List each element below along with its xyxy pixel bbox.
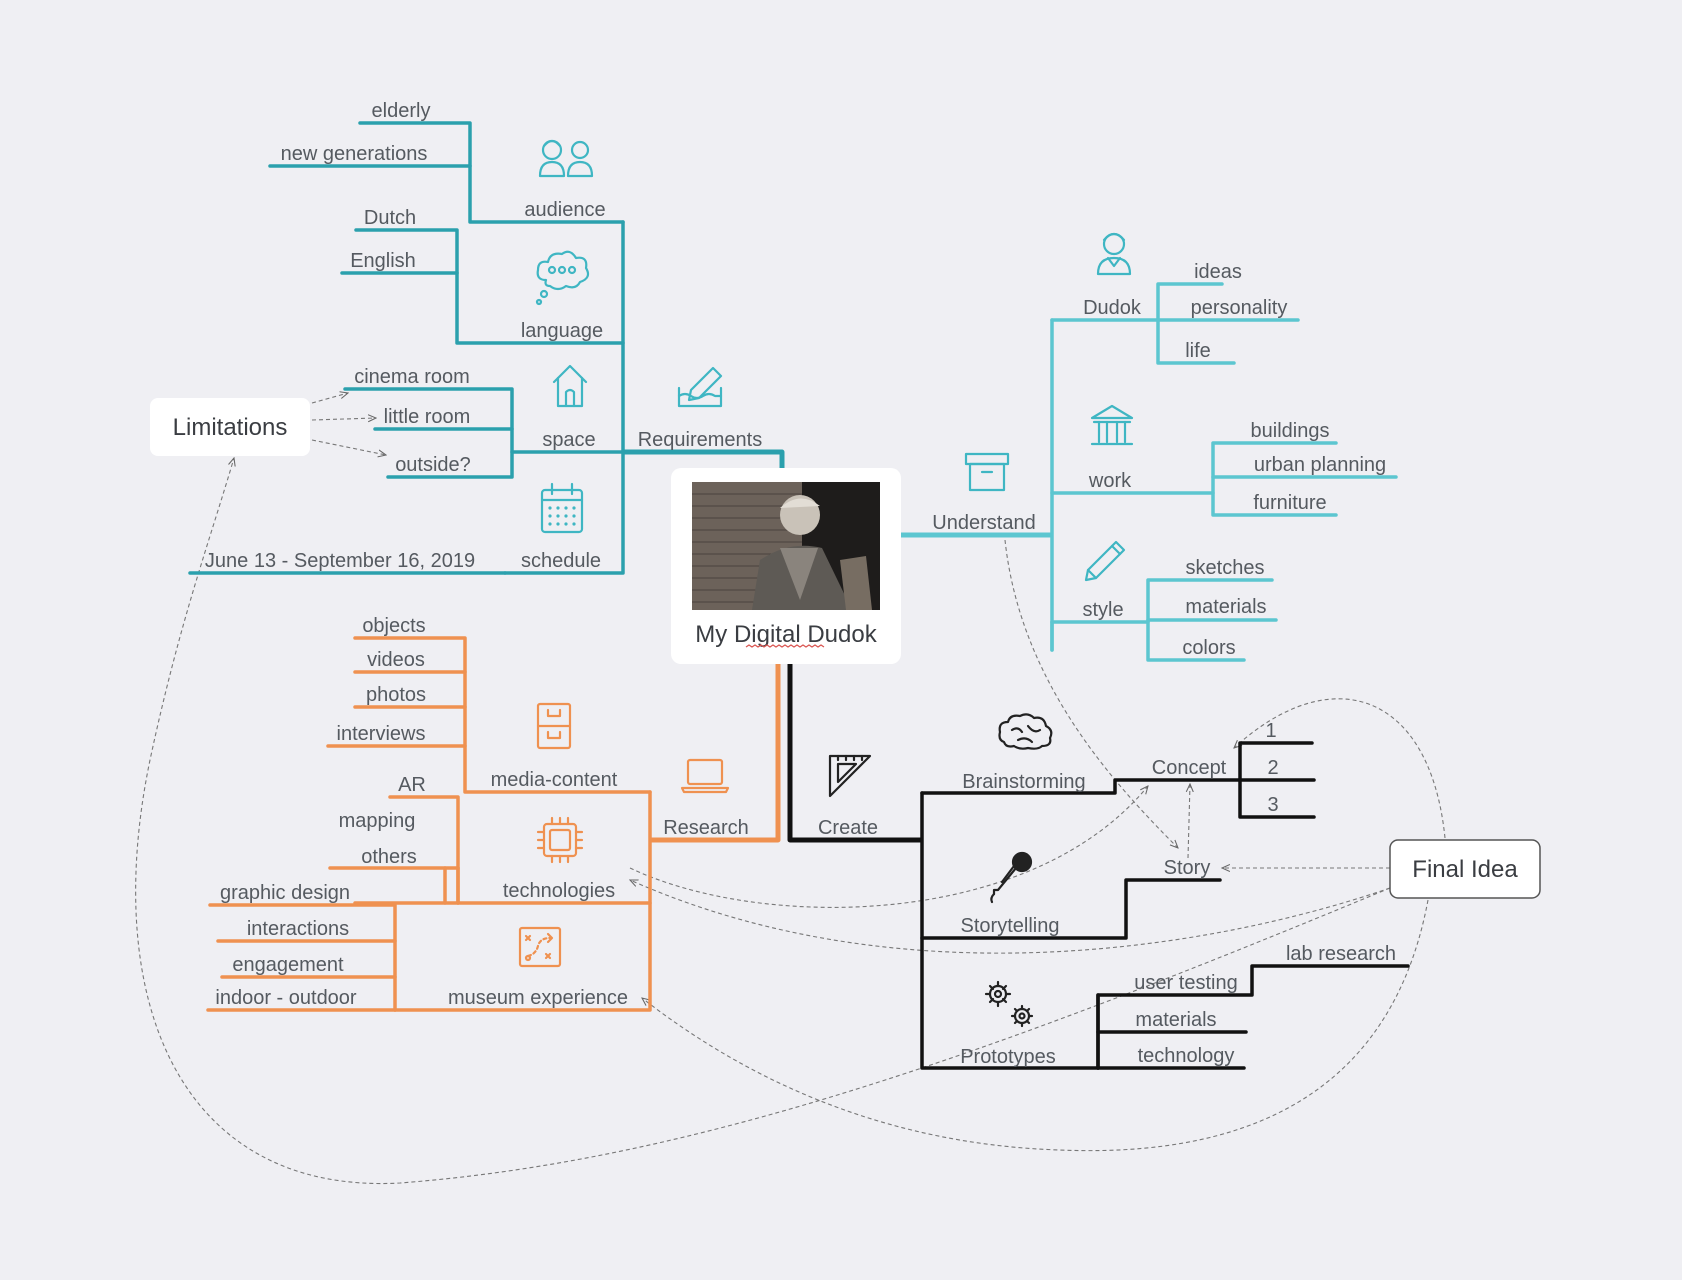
final-idea-label: Final Idea — [1412, 856, 1518, 883]
museum-experience-label[interactable]: museum experience — [448, 987, 628, 1009]
technologies-item[interactable]: AR — [398, 774, 426, 796]
storytelling-label[interactable]: Storytelling — [961, 915, 1060, 937]
museum-item[interactable]: indoor - outdoor — [215, 987, 357, 1009]
requirements-labels: Requirements audience elderly new genera… — [205, 100, 762, 572]
prototypes-item[interactable]: technology — [1138, 1045, 1235, 1067]
media-item[interactable]: objects — [362, 615, 425, 637]
understand-branch — [900, 282, 1398, 662]
style-item[interactable]: sketches — [1186, 557, 1265, 579]
technologies-item[interactable]: others — [361, 846, 417, 868]
audience-item[interactable]: new generations — [281, 143, 428, 165]
space-item[interactable]: little room — [384, 406, 471, 428]
laptop-icon — [680, 758, 730, 794]
portrait-photo — [692, 482, 880, 610]
create-labels: Create Brainstorming Concept 1 2 3 Story… — [818, 720, 1396, 1068]
prototypes-label[interactable]: Prototypes — [960, 1046, 1056, 1068]
media-content-label[interactable]: media-content — [491, 769, 618, 791]
calendar-icon — [540, 482, 584, 534]
people-icon — [538, 139, 594, 178]
root-title: My Digital Dudok — [695, 621, 877, 648]
space-item[interactable]: cinema room — [354, 366, 470, 388]
media-item[interactable]: interviews — [337, 723, 426, 745]
concept-item[interactable]: 1 — [1265, 720, 1276, 742]
research-branch — [206, 636, 781, 1012]
person-icon — [1096, 232, 1132, 276]
gears-icon — [984, 980, 1034, 1028]
requirements-branch — [188, 121, 785, 575]
concept-item[interactable]: 2 — [1267, 757, 1278, 779]
understand-label[interactable]: Understand — [932, 512, 1035, 534]
create-label[interactable]: Create — [818, 817, 878, 839]
museum-item[interactable]: interactions — [247, 918, 349, 940]
space-item[interactable]: outside? — [395, 454, 471, 476]
root-node[interactable]: My Digital Dudok — [671, 468, 901, 664]
museum-item[interactable]: graphic design — [220, 882, 350, 904]
pencil-paper-icon — [677, 366, 723, 408]
language-label[interactable]: language — [521, 320, 603, 342]
microphone-icon — [990, 851, 1033, 904]
brain-icon — [998, 713, 1053, 750]
schedule-item[interactable]: June 13 - September 16, 2019 — [205, 550, 475, 572]
relationship-lines — [135, 393, 1446, 1185]
audience-label[interactable]: audience — [524, 199, 605, 221]
story-label[interactable]: Story — [1164, 857, 1211, 879]
media-item[interactable]: photos — [366, 684, 426, 706]
schedule-label[interactable]: schedule — [521, 550, 601, 572]
technologies-item[interactable]: mapping — [339, 810, 416, 832]
limitations-label: Limitations — [173, 414, 288, 441]
prototypes-item[interactable]: user testing — [1134, 972, 1237, 994]
archive-box-icon — [964, 452, 1010, 492]
media-item[interactable]: videos — [367, 649, 425, 671]
museum-item[interactable]: engagement — [232, 954, 344, 976]
pencil-icon — [1084, 540, 1126, 582]
style-item[interactable]: materials — [1185, 596, 1266, 618]
dudok-item[interactable]: life — [1185, 340, 1211, 362]
dudok-label[interactable]: Dudok — [1083, 297, 1142, 319]
research-label[interactable]: Research — [663, 817, 749, 839]
map-route-icon — [518, 926, 562, 968]
house-icon — [552, 364, 588, 408]
thought-bubble-icon — [535, 250, 590, 306]
concept-item[interactable]: 3 — [1267, 794, 1278, 816]
language-item[interactable]: English — [350, 250, 416, 272]
research-labels: Research media-content objects videos ph… — [215, 615, 748, 1009]
museum-building-icon — [1090, 404, 1134, 446]
technologies-label[interactable]: technologies — [503, 880, 615, 902]
space-label[interactable]: space — [542, 429, 595, 451]
limitations-node[interactable]: Limitations — [150, 398, 310, 456]
set-square-icon — [828, 754, 872, 798]
lab-research-label[interactable]: lab research — [1286, 943, 1396, 965]
dudok-item[interactable]: ideas — [1194, 261, 1242, 283]
style-label[interactable]: style — [1082, 599, 1123, 621]
create-branch — [787, 662, 1410, 1070]
work-item[interactable]: furniture — [1253, 492, 1326, 514]
work-item[interactable]: urban planning — [1254, 454, 1386, 476]
concept-label[interactable]: Concept — [1152, 757, 1227, 779]
dudok-item[interactable]: personality — [1191, 297, 1288, 319]
spellcheck-underline — [745, 644, 825, 648]
work-label[interactable]: work — [1088, 470, 1132, 492]
brainstorming-label[interactable]: Brainstorming — [962, 771, 1085, 793]
language-item[interactable]: Dutch — [364, 207, 416, 229]
work-item[interactable]: buildings — [1251, 420, 1330, 442]
file-cabinet-icon — [536, 702, 572, 750]
chip-icon — [536, 816, 584, 864]
audience-item[interactable]: elderly — [372, 100, 431, 122]
prototypes-item[interactable]: materials — [1135, 1009, 1216, 1031]
style-item[interactable]: colors — [1182, 637, 1235, 659]
requirements-label[interactable]: Requirements — [638, 429, 763, 451]
understand-labels: Understand Dudok ideas personality life … — [932, 261, 1386, 659]
final-idea-node[interactable]: Final Idea — [1389, 839, 1541, 899]
